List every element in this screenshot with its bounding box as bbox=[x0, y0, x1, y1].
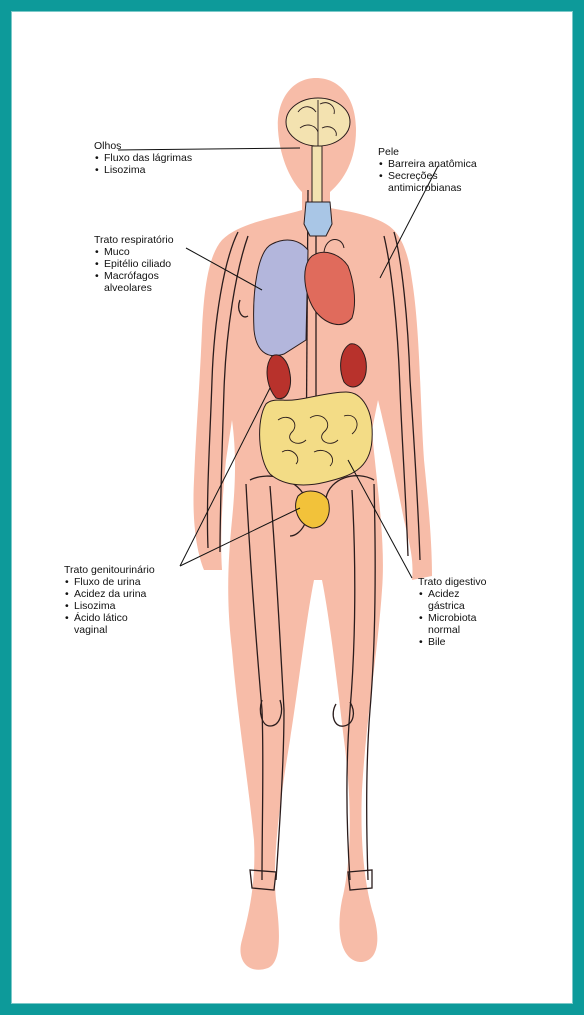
label-digestive: Trato digestivo Acidez gástrica Microbio… bbox=[418, 576, 486, 648]
label-genitourinary-title: Trato genitourinário bbox=[64, 564, 155, 576]
label-digestive-item: Acidez bbox=[418, 588, 486, 600]
label-genitourinary-item: Acidez da urina bbox=[64, 588, 155, 600]
label-eyes: Olhos Fluxo das lágrimas Lisozima bbox=[94, 140, 192, 176]
label-respiratory-item: Muco bbox=[94, 246, 174, 258]
label-eyes-title: Olhos bbox=[94, 140, 192, 152]
label-digestive-item: normal bbox=[418, 624, 486, 636]
lung bbox=[254, 240, 308, 356]
label-respiratory-item: alveolares bbox=[94, 282, 174, 294]
label-genitourinary-item: vaginal bbox=[64, 624, 155, 636]
spinal-cord bbox=[312, 146, 322, 204]
label-respiratory: Trato respiratório Muco Epitélio ciliado… bbox=[94, 234, 174, 294]
label-genitourinary-item: Lisozima bbox=[64, 600, 155, 612]
label-skin-item: Barreira anatômica bbox=[378, 158, 477, 170]
intestines bbox=[260, 392, 373, 485]
label-genitourinary-item: Fluxo de urina bbox=[64, 576, 155, 588]
label-genitourinary: Trato genitourinário Fluxo de urina Acid… bbox=[64, 564, 155, 636]
label-eyes-item: Lisozima bbox=[94, 164, 192, 176]
label-skin-item: Secreções bbox=[378, 170, 477, 182]
label-respiratory-title: Trato respiratório bbox=[94, 234, 174, 246]
label-respiratory-item: Epitélio ciliado bbox=[94, 258, 174, 270]
label-digestive-item: gástrica bbox=[418, 600, 486, 612]
label-skin: Pele Barreira anatômica Secreções antimi… bbox=[378, 146, 477, 194]
label-skin-item: antimicrobianas bbox=[378, 182, 477, 194]
kidney-right bbox=[341, 344, 367, 387]
label-skin-title: Pele bbox=[378, 146, 477, 158]
label-digestive-item: Microbiota bbox=[418, 612, 486, 624]
trachea bbox=[304, 202, 332, 236]
label-eyes-item: Fluxo das lágrimas bbox=[94, 152, 192, 164]
label-digestive-item: Bile bbox=[418, 636, 486, 648]
label-respiratory-item: Macrófagos bbox=[94, 270, 174, 282]
label-genitourinary-item: Ácido lático bbox=[64, 612, 155, 624]
label-digestive-title: Trato digestivo bbox=[418, 576, 486, 588]
